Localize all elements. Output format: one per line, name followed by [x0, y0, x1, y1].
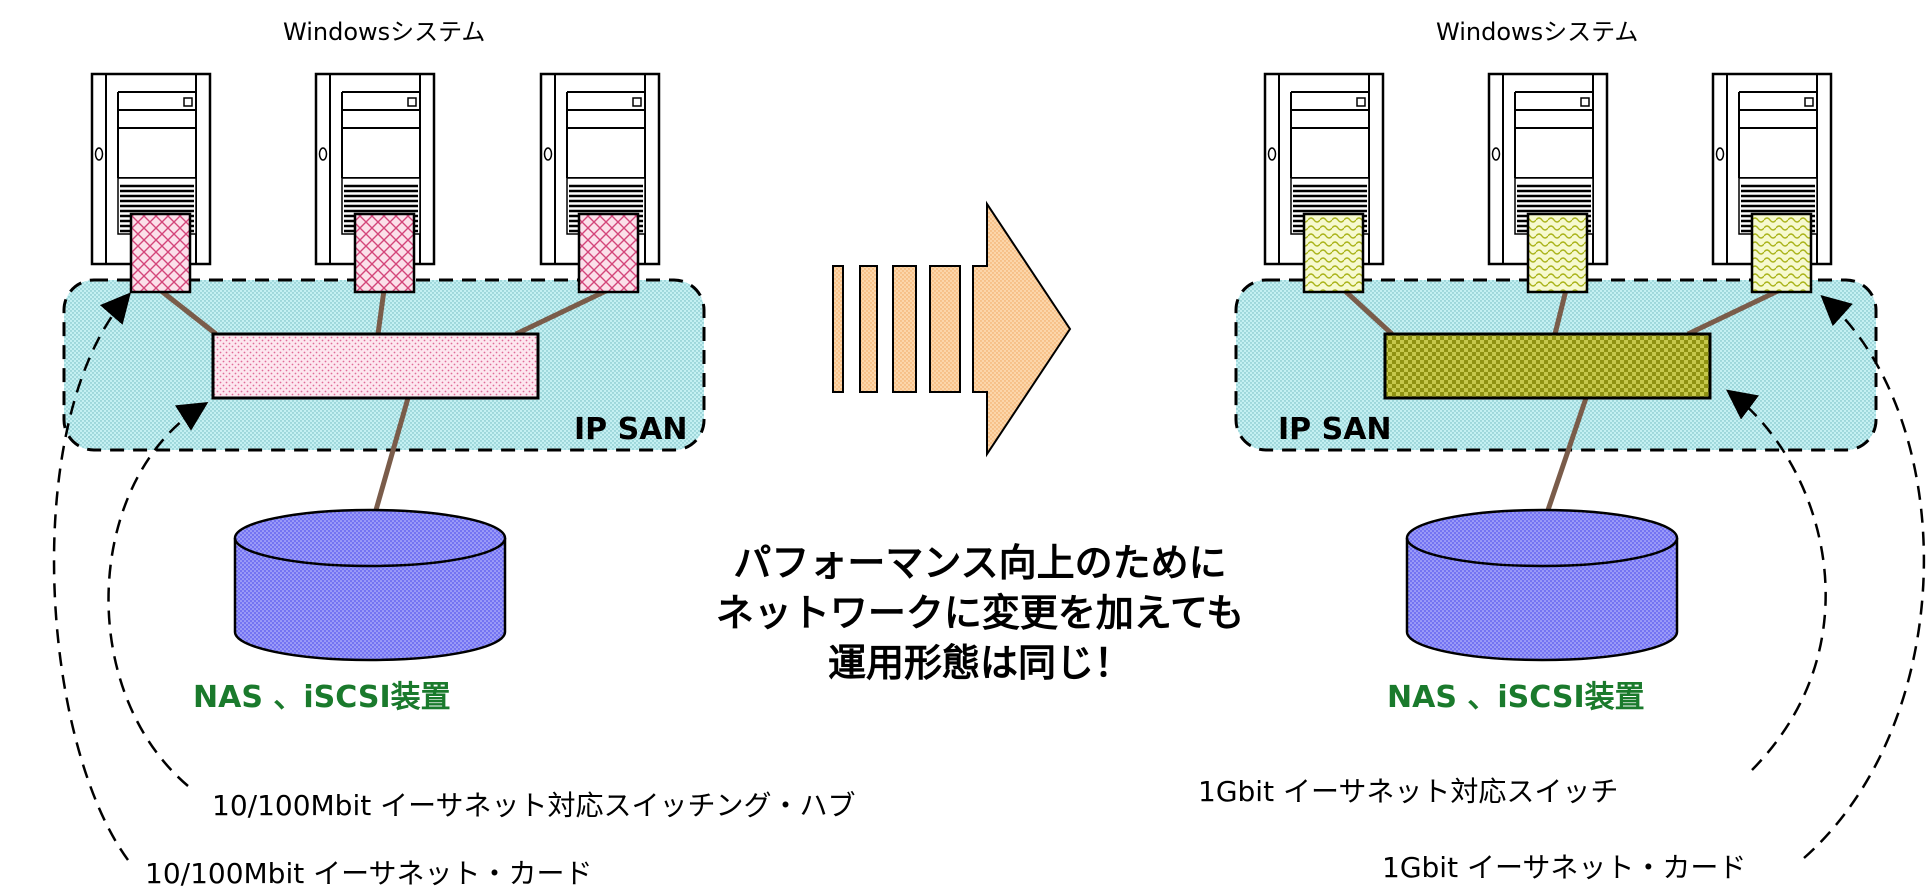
left-nic-1-icon	[129, 212, 192, 294]
right-nic-2-icon	[1526, 212, 1589, 294]
left-hub-callout-line	[107, 401, 209, 787]
right-storage-icon	[1405, 508, 1679, 662]
left-card-note: 10/100Mbit イーサネット・カード	[145, 857, 593, 890]
right-switch-icon	[1383, 332, 1712, 400]
left-network	[52, 72, 706, 861]
right-links	[1342, 287, 1782, 511]
right-card-note: 1Gbit イーサネット・カード	[1382, 851, 1747, 884]
right-switch-note: 1Gbit イーサネット対応スイッチ	[1198, 775, 1619, 808]
center-message-line-2: ネットワークに変更を加えても	[715, 591, 1245, 635]
left-nic-2-icon	[353, 212, 416, 294]
center-message-line-3: 運用形態は同じ！	[827, 641, 1132, 685]
right-nic-3-icon	[1750, 212, 1813, 294]
left-card-callout-line	[52, 292, 131, 861]
left-links	[158, 287, 610, 511]
center-message-line-1: パフォーマンス向上のために	[733, 541, 1227, 585]
right-ip-san-label: IP SAN	[1278, 412, 1392, 447]
left-ip-san-label: IP SAN	[574, 412, 688, 447]
transition-arrow-icon	[832, 200, 1072, 458]
center-message: パフォーマンス向上のために ネットワークに変更を加えても 運用形態は同じ！	[700, 538, 1260, 688]
left-nic-3-icon	[577, 212, 640, 294]
left-system-title: Windowsシステム	[283, 18, 486, 46]
right-network	[1234, 72, 1926, 859]
left-hub-icon	[211, 332, 540, 400]
right-device-label: NAS 、iSCSI装置	[1387, 680, 1645, 715]
right-switch-callout-line	[1726, 389, 1827, 771]
left-storage-icon	[233, 508, 507, 662]
right-nic-1-icon	[1302, 212, 1365, 294]
right-system-title: Windowsシステム	[1436, 18, 1639, 46]
left-device-label: NAS 、iSCSI装置	[193, 680, 451, 715]
left-hub-note: 10/100Mbit イーサネット対応スイッチング・ハブ	[212, 789, 856, 822]
right-card-callout-line	[1803, 294, 1926, 859]
